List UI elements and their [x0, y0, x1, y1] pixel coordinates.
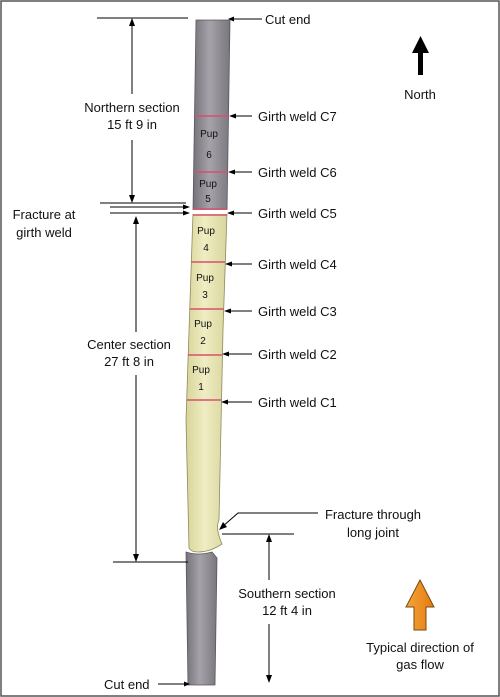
- girth-weld-labels: Girth weld C7 Girth weld C6 Girth weld C…: [258, 109, 337, 410]
- fracture-girth-weld-label-line2: girth weld: [16, 225, 72, 240]
- girth-weld-label: Girth weld C5: [258, 206, 337, 221]
- center-section-label-line1: Center section: [87, 337, 171, 352]
- arrowhead: [183, 210, 190, 216]
- girth-weld-label: Girth weld C4: [258, 257, 337, 272]
- arrowhead: [266, 534, 272, 542]
- cut-end-top-label: Cut end: [265, 12, 311, 27]
- cut-end-bottom-label: Cut end: [104, 677, 150, 692]
- pup-label-line2: 1: [198, 382, 204, 393]
- arrowhead: [133, 216, 139, 224]
- arrowhead: [183, 204, 190, 210]
- arrowhead: [129, 195, 135, 203]
- fracture-girth-weld-label-line1: Fracture at: [13, 207, 76, 222]
- pup-label-line1: Pup: [194, 319, 212, 330]
- arrowhead: [184, 681, 190, 687]
- fracture-gap-c5: [192, 210, 228, 214]
- arrowhead: [129, 18, 135, 26]
- pup-label-line1: Pup: [196, 273, 214, 284]
- north-arrow: [412, 36, 429, 75]
- arrowhead: [266, 675, 272, 683]
- gas-flow-label-line1: Typical direction of: [366, 640, 474, 655]
- pup-label-line2: 4: [203, 243, 209, 254]
- weld-lines: [187, 115, 229, 401]
- center-section-pipe: [185, 212, 228, 553]
- center-section-dimension: [113, 222, 188, 563]
- girth-weld-label: Girth weld C1: [258, 395, 337, 410]
- fracture-long-joint-label-line1: Fracture through: [325, 507, 421, 522]
- southern-section-pipe: [185, 551, 218, 686]
- girth-weld-label: Girth weld C7: [258, 109, 337, 124]
- pup-label-line1: Pup: [192, 365, 210, 376]
- pup-label-line1: Pup: [200, 129, 218, 140]
- southern-section-dimension: [222, 533, 294, 678]
- pup-label-line2: 6: [206, 150, 212, 161]
- girth-weld-label: Girth weld C3: [258, 304, 337, 319]
- northern-section-label-line1: Northern section: [84, 100, 179, 115]
- southern-section-label-line1: Southern section: [238, 586, 336, 601]
- arrowhead: [133, 554, 139, 562]
- northern-section-label-line2: 15 ft 9 in: [107, 117, 157, 132]
- girth-weld-label: Girth weld C6: [258, 165, 337, 180]
- northern-section-dimension: [97, 17, 188, 199]
- pup-labels: Pup 6 Pup 5 Pup 4 Pup 3 Pup 2 Pup 1: [192, 129, 218, 393]
- girth-weld-leaders: [226, 115, 252, 403]
- pup-label-line2: 3: [202, 290, 208, 301]
- fracture-long-joint-leader: [221, 512, 318, 528]
- arrowhead: [228, 16, 234, 22]
- girth-weld-arrowheads: [221, 113, 236, 405]
- arrowhead: [219, 522, 227, 530]
- pup-label-line1: Pup: [199, 179, 217, 190]
- pup-label-line2: 5: [205, 194, 211, 205]
- gas-flow-label-line2: gas flow: [396, 657, 444, 672]
- southern-section-label-line2: 12 ft 4 in: [262, 603, 312, 618]
- gas-flow-arrow: [405, 578, 435, 631]
- pup-label-line1: Pup: [197, 226, 215, 237]
- girth-weld-label: Girth weld C2: [258, 347, 337, 362]
- pup-label-line2: 2: [200, 336, 206, 347]
- fracture-girth-weld-leaders: [100, 202, 186, 214]
- center-section-label-line2: 27 ft 8 in: [104, 354, 154, 369]
- fracture-long-joint-label-line2: long joint: [347, 525, 399, 540]
- north-label: North: [404, 87, 436, 102]
